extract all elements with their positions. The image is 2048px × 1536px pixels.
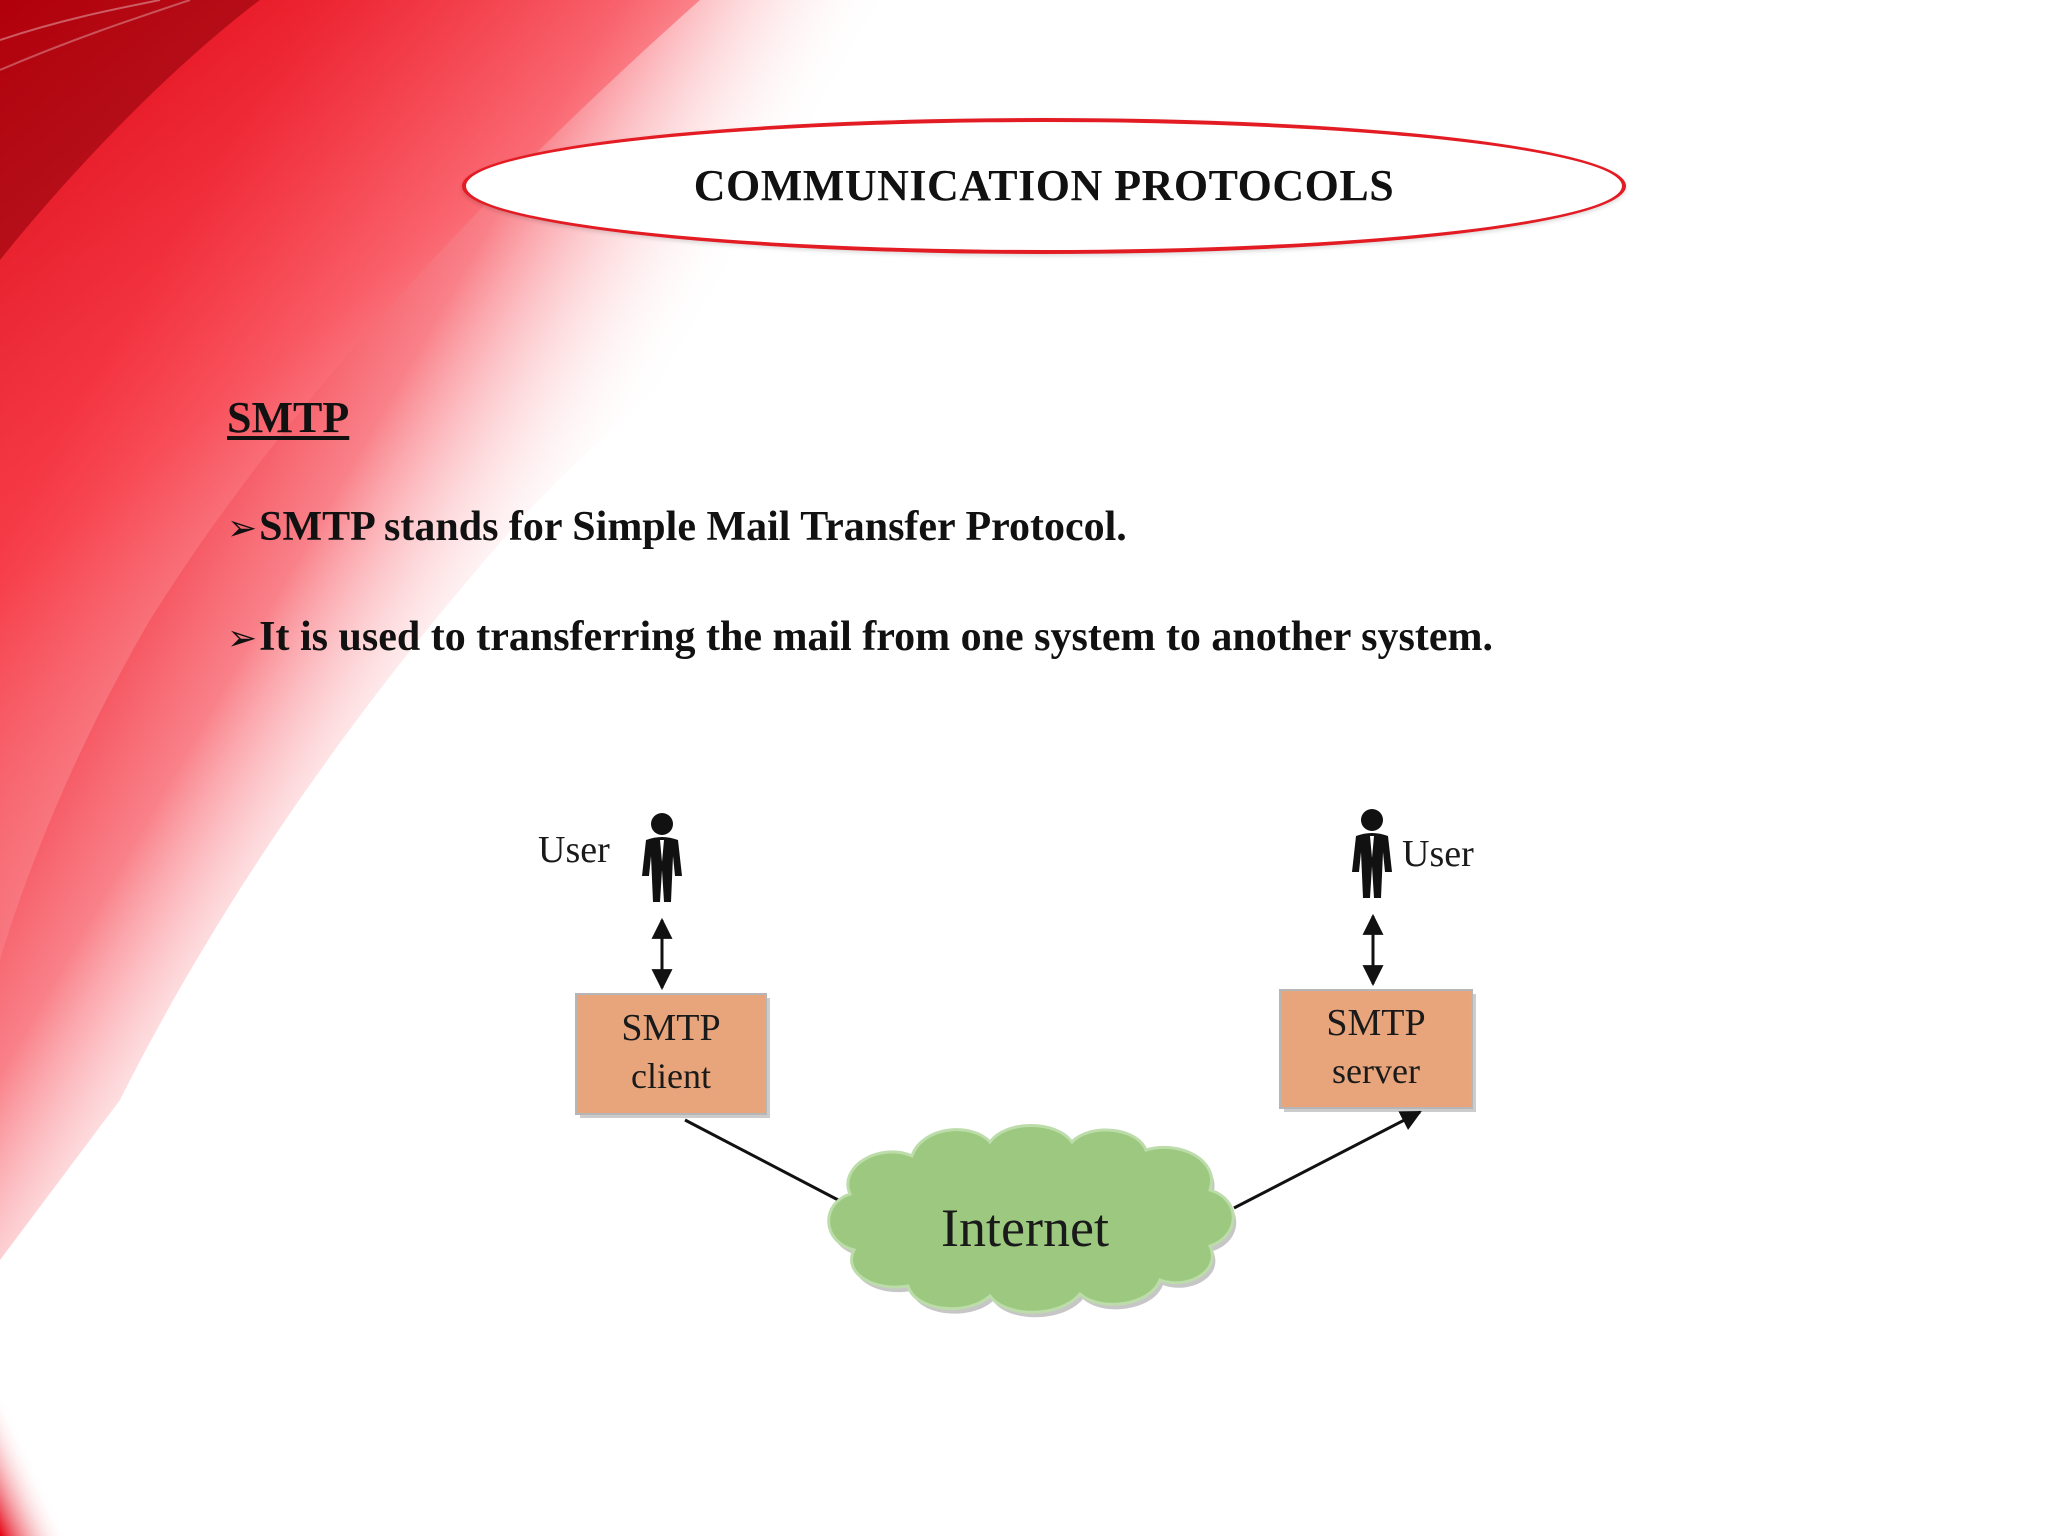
client-to-internet-line [684, 1118, 843, 1204]
smtp-server-box: SMTP server [1279, 989, 1476, 1112]
title-oval [462, 118, 1626, 254]
bullet-item: ➢SMTP stands for Simple Mail Transfer Pr… [227, 502, 1127, 554]
smtp-client-line2: client [631, 1056, 711, 1096]
internet-cloud: Internet [827, 1124, 1237, 1318]
arrow-bullet-icon: ➢ [227, 508, 258, 549]
right-user-label: User [1402, 833, 1474, 875]
internet-label: Internet [941, 1198, 1109, 1258]
bullet-text: SMTP stands for Simple Mail Transfer Pro… [259, 504, 1127, 550]
smtp-client-box: SMTP client [575, 993, 770, 1118]
bullet-text: It is used to transferring the mail from… [259, 614, 1493, 660]
smtp-client-line1: SMTP [621, 1007, 720, 1049]
left-user-person-icon [642, 813, 682, 902]
bullet-item: ➢It is used to transferring the mail fro… [227, 612, 1493, 664]
smtp-server-line2: server [1332, 1051, 1420, 1091]
slide-title: COMMUNICATION PROTOCOLS [693, 161, 1395, 210]
left-user-label: User [538, 829, 610, 871]
smtp-diagram: User User SMTP client SMTP server [538, 809, 1476, 1318]
arrow-bullet-icon: ➢ [227, 618, 258, 659]
section-heading: SMTP [227, 393, 350, 442]
smtp-server-line1: SMTP [1326, 1002, 1425, 1044]
right-user-person-icon [1352, 809, 1392, 898]
internet-to-server-line [1233, 1110, 1422, 1210]
